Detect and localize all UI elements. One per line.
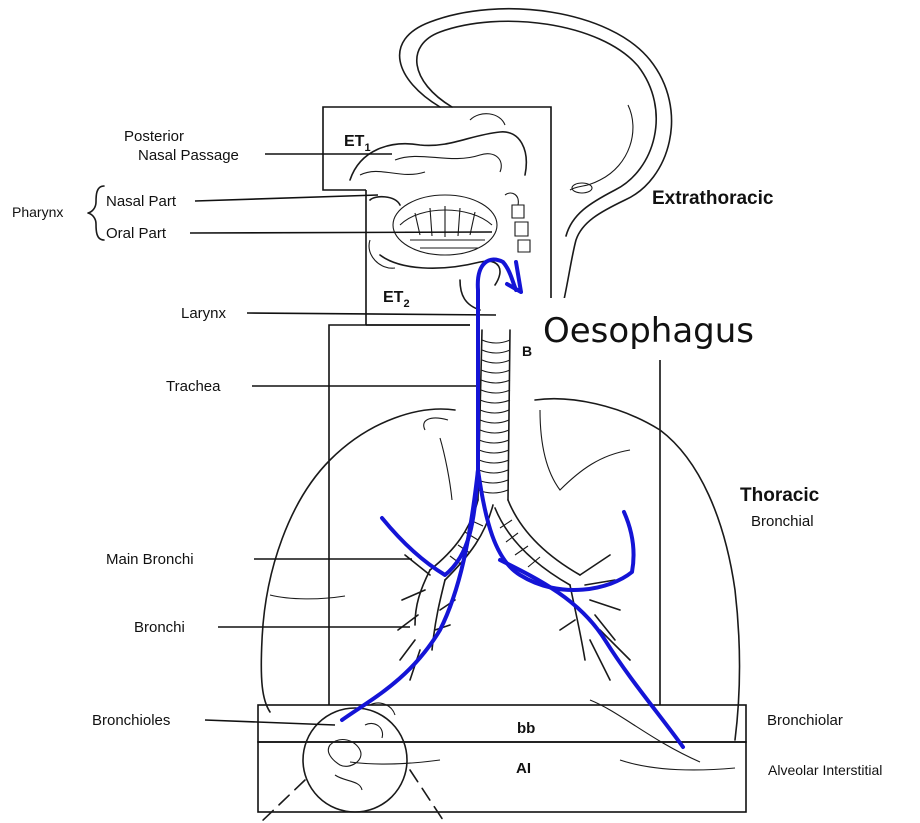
ai-label: AI xyxy=(516,760,531,777)
path-left-lower xyxy=(342,470,478,720)
path-right-upper xyxy=(478,470,634,590)
nasal-passage-label: Nasal Passage xyxy=(138,147,239,164)
nasal-part-label: Nasal Part xyxy=(106,193,177,210)
trachea-label: Trachea xyxy=(166,378,221,395)
bronchi-label: Bronchi xyxy=(134,619,185,636)
hidden-b-label: B xyxy=(522,343,532,359)
bronchioles-label: Bronchioles xyxy=(92,712,170,729)
nasal-oral-anatomy xyxy=(350,114,530,310)
oral-part-label: Oral Part xyxy=(106,225,167,242)
et1-label: ET1 xyxy=(344,133,371,154)
main-bronchi-label: Main Bronchi xyxy=(106,551,194,568)
path-left-upper xyxy=(382,259,516,575)
thoracic-label: Thoracic xyxy=(740,485,820,506)
posterior-label: Posterior xyxy=(124,128,184,145)
alveolar-interstitial-label: Alveolar Interstitial xyxy=(768,762,882,778)
pharynx-brace xyxy=(88,186,104,240)
head-outline xyxy=(400,9,672,330)
bb-label: bb xyxy=(517,720,535,737)
oesophagus-label: Oesophagus xyxy=(543,311,754,351)
extrathoracic-label: Extrathoracic xyxy=(652,188,774,209)
lungs-drawing xyxy=(261,399,739,770)
bronchiolar-label: Bronchiolar xyxy=(767,712,843,729)
larynx-label: Larynx xyxy=(181,305,227,322)
et2-label: ET2 xyxy=(383,289,410,310)
pharynx-label: Pharynx xyxy=(12,204,63,220)
bronchial-label: Bronchial xyxy=(751,513,814,530)
